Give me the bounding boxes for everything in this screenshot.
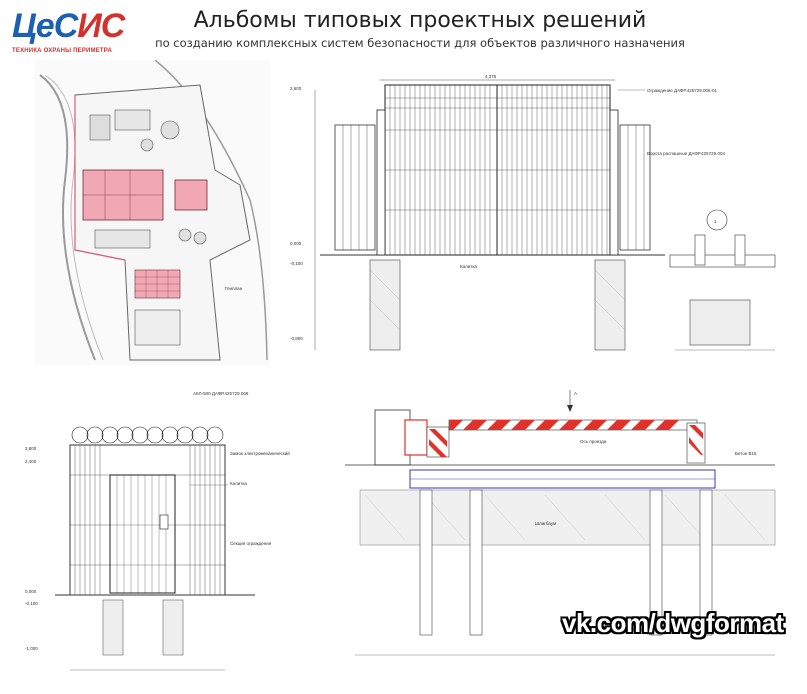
svg-text:Замок электромеханический: Замок электромеханический (230, 450, 290, 456)
svg-text:А: А (574, 391, 577, 396)
svg-text:-0,100: -0,100 (25, 601, 38, 606)
svg-text:-0,800: -0,800 (290, 336, 303, 341)
site-plan-drawing: Генплан (35, 60, 270, 365)
watermark: vk.com/dwgformat (562, 608, 784, 638)
svg-text:Ось проезда: Ось проезда (580, 439, 607, 444)
svg-text:Генплан: Генплан (225, 286, 243, 291)
svg-text:1: 1 (714, 219, 717, 224)
svg-text:-1,000: -1,000 (25, 646, 38, 651)
svg-text:2,800: 2,800 (25, 446, 37, 451)
svg-text:АКЛ-500 ДАФР.425729.069: АКЛ-500 ДАФР.425729.069 (193, 391, 249, 396)
logo-wordmark: ЦеСИС (12, 7, 125, 45)
svg-text:2,400: 2,400 (25, 459, 37, 464)
svg-text:Калитка: Калитка (460, 264, 477, 269)
logo: ЦеСИС ТЕХНИКА ОХРАНЫ ПЕРИМЕТРА (12, 6, 125, 58)
page-subtitle: по созданию комплексных систем безопасно… (155, 36, 685, 50)
logo-tagline: ТЕХНИКА ОХРАНЫ ПЕРИМЕТРА (12, 48, 113, 54)
svg-text:4,375: 4,375 (485, 74, 497, 79)
barrier-section-drawing: А Ось проезда (315, 385, 790, 685)
svg-text:Шлагбаум: Шлагбаум (535, 521, 556, 526)
svg-text:Секция ограждения: Секция ограждения (230, 541, 272, 546)
svg-text:Бетон В15: Бетон В15 (735, 451, 757, 456)
svg-text:2,600: 2,600 (290, 86, 302, 91)
page-title: Альбомы типовых проектных решений (193, 8, 647, 33)
svg-text:0,000: 0,000 (25, 589, 37, 594)
wicket-elevation-drawing: 2,800 2,400 0,000 -0,100 -1,000 (25, 385, 310, 685)
svg-text:0,000: 0,000 (290, 241, 302, 246)
svg-text:Ворота распашные ДАФР.425729.0: Ворота распашные ДАФР.425729.004 (647, 151, 725, 156)
gate-elevation-drawing: 4,375 2,600 0,000 -0,100 -0,800 (285, 70, 790, 370)
svg-text:Калитка: Калитка (230, 481, 247, 486)
svg-text:-0,100: -0,100 (290, 261, 303, 266)
svg-text:Ограждение ДАФР.425729.005-01: Ограждение ДАФР.425729.005-01 (647, 88, 718, 93)
